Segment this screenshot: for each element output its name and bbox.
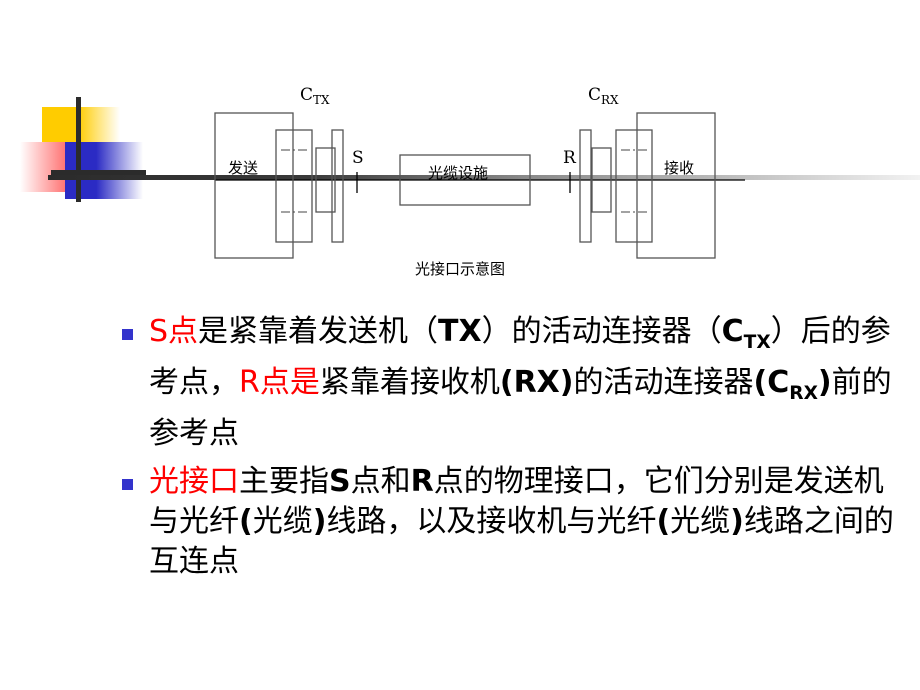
bullet-text-s-r-points: S点是紧靠着发送机（TX）的活动连接器（CTX）后的参考点，R点是紧靠着接收机(… [149, 314, 892, 451]
slide-body: S点是紧靠着发送机（TX）的活动连接器（CTX）后的参考点，R点是紧靠着接收机(… [122, 312, 912, 590]
rx-connector-body [591, 147, 612, 213]
tx-connector-flange [331, 129, 344, 243]
diagram-caption: 光接口示意图 [414, 260, 505, 278]
rx-connector-flange [579, 129, 592, 243]
point-s-label: S [352, 148, 364, 168]
cable-facility-box [399, 154, 531, 206]
bullet-marker-icon [122, 479, 133, 490]
optical-interface-diagram: 发送 CTX S 光缆设施 R CRX 接收 [0, 60, 920, 290]
transmitter-box [214, 112, 294, 259]
logo-vertical-bar [76, 97, 81, 202]
list-item: 光接口主要指S点和R点的物理接口，它们分别是发送机与光纤(光缆)线路，以及接收机… [122, 462, 912, 582]
decorative-logo [20, 85, 146, 210]
receiver-box [636, 112, 716, 259]
receiver-label: 接收 [664, 159, 694, 177]
list-item: S点是紧靠着发送机（TX）的活动连接器（CTX）后的参考点，R点是紧靠着接收机(… [122, 312, 912, 454]
cable-facility-label: 光缆设施 [428, 164, 488, 182]
fiber-axis-line [48, 175, 920, 180]
bullet-marker-icon [122, 329, 133, 340]
tx-connector-body [315, 147, 336, 213]
connector-tx-label: CTX [300, 85, 330, 107]
rx-ferrule-outer [615, 129, 653, 243]
transmitter-label: 发送 [228, 159, 258, 177]
connector-rx-label: CRX [588, 85, 619, 107]
logo-horizontal-bar [51, 170, 146, 175]
bullet-text-optical-interface: 光接口主要指S点和R点的物理接口，它们分别是发送机与光纤(光缆)线路，以及接收机… [149, 464, 894, 579]
point-r-label: R [563, 148, 577, 168]
tx-ferrule-outer [275, 129, 313, 243]
